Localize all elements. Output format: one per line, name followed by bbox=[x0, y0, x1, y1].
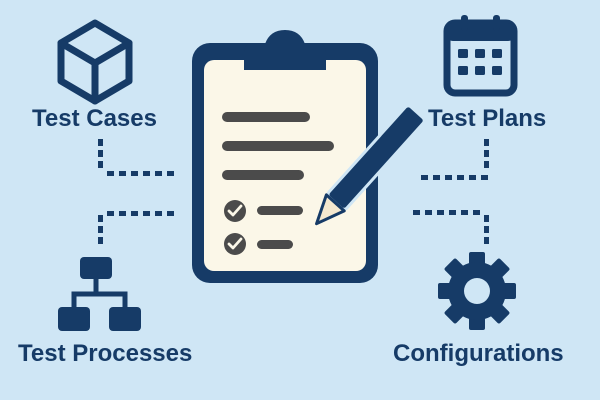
connector-bottom-right-horizontal-dot bbox=[413, 210, 420, 215]
connector-top-right-horizontal-dot bbox=[457, 175, 464, 180]
checklist-line bbox=[257, 240, 293, 249]
pen-icon bbox=[315, 104, 426, 226]
connector-top-left-vertical-dot bbox=[98, 161, 103, 168]
connector-top-left-horizontal-dot bbox=[131, 171, 138, 176]
connector-bottom-left-horizontal-dot bbox=[131, 211, 138, 216]
hierarchy-icon bbox=[58, 257, 141, 331]
connector-bottom-right-horizontal-dot bbox=[425, 210, 432, 215]
checklist-line bbox=[257, 206, 303, 215]
connector-top-right-vertical-dot bbox=[484, 139, 489, 146]
connector-top-left-horizontal-dot bbox=[107, 171, 114, 176]
connector-bottom-left-horizontal-dot bbox=[143, 211, 150, 216]
connector-bottom-left-vertical-dot bbox=[98, 215, 103, 222]
connector-top-right-horizontal-dot bbox=[445, 175, 452, 180]
label-configurations: Configurations bbox=[393, 340, 564, 367]
connector-bottom-right-horizontal-dot bbox=[449, 210, 456, 215]
connector-bottom-left-vertical-dot bbox=[98, 226, 103, 233]
connector-top-left-horizontal-dot bbox=[143, 171, 150, 176]
checklist-line bbox=[222, 170, 304, 180]
connector-top-right-horizontal-dot bbox=[469, 175, 476, 180]
connector-top-left-horizontal-dot bbox=[167, 171, 174, 176]
connector-top-right-horizontal-dot bbox=[421, 175, 428, 180]
connector-bottom-right-vertical-dot bbox=[484, 215, 489, 222]
connector-bottom-left-horizontal-dot bbox=[167, 211, 174, 216]
connector-bottom-right-vertical-dot bbox=[484, 226, 489, 233]
connector-bottom-right-horizontal-dot bbox=[461, 210, 468, 215]
connector-bottom-right-horizontal-dot bbox=[437, 210, 444, 215]
checklist-line bbox=[222, 141, 334, 151]
connector-bottom-left-horizontal-dot bbox=[107, 211, 114, 216]
connector-top-left-vertical-dot bbox=[98, 139, 103, 146]
gear-icon bbox=[438, 252, 516, 330]
connector-top-right-horizontal-dot bbox=[433, 175, 440, 180]
connector-top-left-vertical-dot bbox=[98, 150, 103, 157]
connector-bottom-left-vertical-dot bbox=[98, 237, 103, 244]
check-item-1 bbox=[224, 200, 246, 222]
check-item-2 bbox=[224, 233, 246, 255]
connector-top-right-horizontal-dot bbox=[481, 175, 488, 180]
connector-top-right-vertical-dot bbox=[484, 161, 489, 168]
connector-bottom-right-horizontal-dot bbox=[473, 210, 480, 215]
connector-top-left-horizontal-dot bbox=[119, 171, 126, 176]
calendar-icon bbox=[443, 15, 518, 97]
label-test-cases: Test Cases bbox=[32, 105, 157, 132]
clipboard-checklist-icon bbox=[192, 30, 378, 283]
connector-bottom-left-horizontal-dot bbox=[119, 211, 126, 216]
connector-top-left-horizontal-dot bbox=[155, 171, 162, 176]
checklist-line bbox=[222, 112, 310, 122]
connector-dots bbox=[98, 139, 489, 244]
label-test-processes: Test Processes bbox=[18, 340, 193, 367]
clipboard-clip bbox=[244, 30, 326, 70]
label-test-plans: Test Plans bbox=[428, 105, 547, 132]
connector-top-right-vertical-dot bbox=[484, 150, 489, 157]
connector-bottom-right-vertical-dot bbox=[484, 237, 489, 244]
cube-icon bbox=[57, 19, 133, 105]
connector-bottom-left-horizontal-dot bbox=[155, 211, 162, 216]
